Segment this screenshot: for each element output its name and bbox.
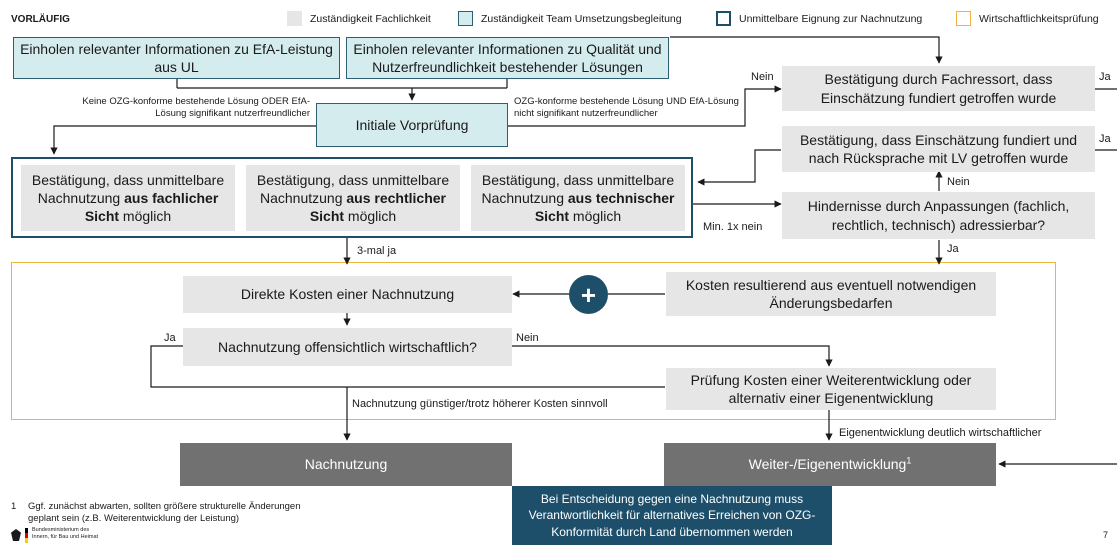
plus-icon: + <box>569 275 608 314</box>
callout-box: Bei Entscheidung gegen eine Nachnutzung … <box>512 486 832 545</box>
label-ja-mid: Ja <box>1099 133 1111 145</box>
label-nein-mid: Nein <box>947 176 970 188</box>
dev-costs-box: Prüfung Kosten einer Weiterentwicklung o… <box>666 368 996 410</box>
wirtschaftlichkeit-frame <box>11 262 1056 420</box>
label-nein-econ: Nein <box>516 332 539 344</box>
own-dev-box: Weiter-/Eigenentwicklung1 <box>664 443 996 486</box>
legend-swatch-team <box>458 11 473 26</box>
edge-lv-to-confirms <box>697 149 781 186</box>
federal-logo: Bundesministerium des Innern, für Bau un… <box>11 527 131 545</box>
reuse-box: Nachnutzung <box>180 443 512 486</box>
legend-label-eignung: Unmittelbare Eignung zur Nachnutzung <box>739 13 923 25</box>
label-three-yes: 3-mal ja <box>357 245 397 257</box>
legend-swatch-fachlichkeit <box>287 11 302 26</box>
legend-label-wirtschaftlichkeit: Wirtschaftlichkeitsprüfung <box>979 13 1099 25</box>
direct-costs-box: Direkte Kosten einer Nachnutzung <box>183 276 512 313</box>
flag-bars <box>25 528 28 543</box>
legend-swatch-wirtschaftlichkeit <box>956 11 971 26</box>
confirm-technisch-bold: aus technischer Sicht <box>534 189 675 225</box>
edge-top-to-ressort <box>670 36 943 64</box>
obstacles-box: Hindernisse durch Anpassungen (fachlich,… <box>782 192 1095 239</box>
label-reuse-cheaper: Nachnutzung günstiger/trotz höherer Kost… <box>352 398 608 410</box>
label-ja-econ: Ja <box>164 332 176 344</box>
label-yes-ozg: OZG-konforme bestehende Lösung UND EfA-L… <box>514 96 739 119</box>
legend-label-fachlichkeit: Zuständigkeit Fachlichkeit <box>310 13 431 25</box>
eignung-frame <box>11 157 693 238</box>
confirm-technisch-post: möglich <box>569 208 622 225</box>
label-no-ozg: Keine OZG-konforme bestehende Lösung ODE… <box>82 96 310 119</box>
edge-initial-to-confirms <box>50 125 316 155</box>
confirm-ressort-box: Bestätigung durch Fachressort, dass Eins… <box>782 66 1095 111</box>
label-ja-top: Ja <box>1099 71 1111 83</box>
change-costs-box: Kosten resultierend aus eventuell notwen… <box>666 272 996 316</box>
plus-symbol: + <box>580 279 597 310</box>
own-dev-label: Weiter-/Eigenentwicklung <box>748 456 907 473</box>
edge-econ-nein <box>512 345 833 367</box>
confirm-lv-box: Bestätigung, dass Einschätzung fundiert … <box>782 126 1095 172</box>
confirm-fachlich-post: möglich <box>119 208 172 225</box>
confirm-rechtlich-pre: Bestätigung, dass unmittelbare Nachnutzu… <box>256 171 450 206</box>
confirm-rechtlich-box: Bestätigung, dass unmittelbare Nachnutzu… <box>246 165 460 231</box>
logo-text: Bundesministerium des Innern, für Bau un… <box>32 527 99 540</box>
info-efa-box: Einholen relevanter Informationen zu EfA… <box>13 37 340 79</box>
label-ja-obstacles: Ja <box>947 243 959 255</box>
label-nein-top: Nein <box>751 71 774 83</box>
confirm-rechtlich-post: möglich <box>344 208 397 225</box>
edge-econ-ja <box>150 345 347 388</box>
confirm-fachlich-bold: aus fachlicher Sicht <box>84 189 219 225</box>
initial-check-box: Initiale Vorprüfung <box>316 103 508 147</box>
footnote-text: Ggf. zunächst abwarten, sollten größere … <box>28 501 301 524</box>
economic-check-box: Nachnutzung offensichtlich wirtschaftlic… <box>183 328 512 366</box>
confirm-technisch-pre: Bestätigung, dass unmittelbare Nachnutzu… <box>481 171 675 206</box>
legend-label-team: Zuständigkeit Team Umsetzungsbegleitung <box>481 13 682 25</box>
status-label: VORLÄUFIG <box>11 14 70 25</box>
confirm-technisch-box: Bestätigung, dass unmittelbare Nachnutzu… <box>471 165 685 231</box>
edge-initial-to-ressort <box>508 85 782 127</box>
confirm-fachlich-pre: Bestätigung, dass unmittelbare Nachnutzu… <box>31 171 225 206</box>
label-own-cheaper: Eigenentwicklung deutlich wirtschaftlich… <box>839 427 1042 439</box>
own-dev-footnote-ref: 1 <box>906 455 912 466</box>
page-number: 7 <box>1103 530 1109 540</box>
footnote-number: 1 <box>11 501 17 512</box>
label-min-one-no: Min. 1x nein <box>703 221 763 233</box>
confirm-rechtlich-bold: aus rechtlicher Sicht <box>309 189 446 225</box>
eagle-icon <box>11 529 21 541</box>
info-quality-box: Einholen relevanter Informationen zu Qua… <box>346 37 669 79</box>
legend-swatch-eignung <box>716 11 731 26</box>
confirm-fachlich-box: Bestätigung, dass unmittelbare Nachnutzu… <box>21 165 235 231</box>
